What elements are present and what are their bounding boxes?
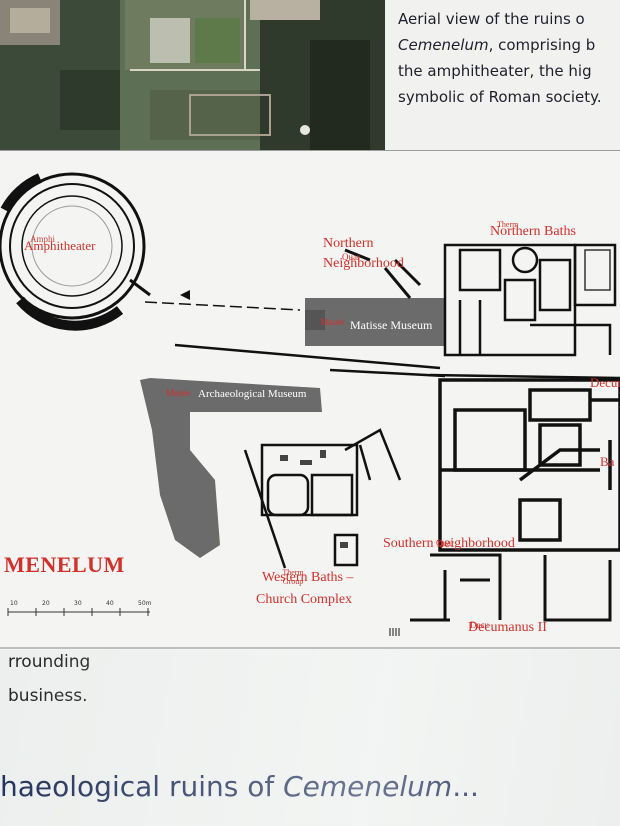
label-northern-baths-overlap: Therm: [497, 220, 519, 229]
label-northern-neighborhood-1: Northern: [323, 236, 374, 251]
scale-tick-10: 10: [10, 600, 18, 607]
photo-caption: Aerial view of the ruins o Cemenelum, co…: [386, 0, 620, 150]
headline-italic: Cemenelum: [283, 770, 453, 803]
caption-line-4: symbolic of Roman society.: [398, 88, 602, 106]
label-archaeological-museum-overlap: Musée: [166, 388, 190, 398]
scale-tick-50m: 50m: [138, 600, 152, 607]
label-decumanus-ii-overlap: Decu: [470, 620, 489, 630]
caption-line-2-rest: , comprising b: [488, 36, 596, 54]
label-western-baths-1: Western Baths –: [262, 570, 354, 585]
amphitheater-plan: [0, 172, 151, 331]
site-map: Amphitheater Amphi Northern Neighborhood…: [0, 150, 620, 650]
label-northern-baths: Northern Baths: [490, 224, 576, 239]
caption-line-1: Aerial view of the ruins o: [398, 10, 585, 28]
scale-tick-40: 40: [106, 600, 114, 607]
label-southern-neighborhood-overlap: Quar: [436, 538, 454, 548]
label-western-baths-2: Church Complex: [256, 592, 353, 607]
map-title: MENELUM: [4, 552, 125, 577]
scale-tick-20: 20: [42, 600, 50, 607]
label-decumanus-ii: Decumanus II: [468, 620, 547, 635]
label-southern-neighborhood: Southern neighborhood: [383, 536, 515, 551]
label-decumanus: Decuma: [590, 375, 620, 390]
label-northern-neighborhood-2: Neighborhood: [323, 256, 404, 271]
label-matisse-museum: Matisse Museum: [350, 318, 433, 332]
label-amphitheater: Amphitheater: [24, 238, 96, 253]
label-western-baths-overlap: Therm Group: [282, 568, 304, 586]
page-headline: haeological ruins of Cemenelum...: [0, 770, 479, 803]
scale-tick-30: 30: [74, 600, 82, 607]
caption-line-3: the amphitheater, the hig: [398, 62, 592, 80]
caption-line-2: Cemenelum, comprising b: [398, 32, 620, 58]
caption-italic-cemenelum: Cemenelum: [398, 36, 489, 54]
headline-suffix: ...: [452, 770, 479, 803]
label-amphitheater-overlap: Amphi: [30, 234, 56, 244]
lower-text-line-2: business.: [8, 686, 88, 706]
label-archaeological-museum: Archaeological Museum: [198, 388, 307, 400]
label-baths-right: Ba: [600, 454, 615, 469]
lower-text-line-1: rrounding: [8, 652, 91, 672]
label-matisse-museum-overlap: Musée: [320, 317, 344, 327]
label-northern-neighborhood-overlap: Quar: [342, 252, 360, 262]
aerial-photo: [0, 0, 385, 150]
headline-prefix: haeological ruins of: [0, 770, 284, 803]
site-plan-drawing: [0, 150, 620, 650]
